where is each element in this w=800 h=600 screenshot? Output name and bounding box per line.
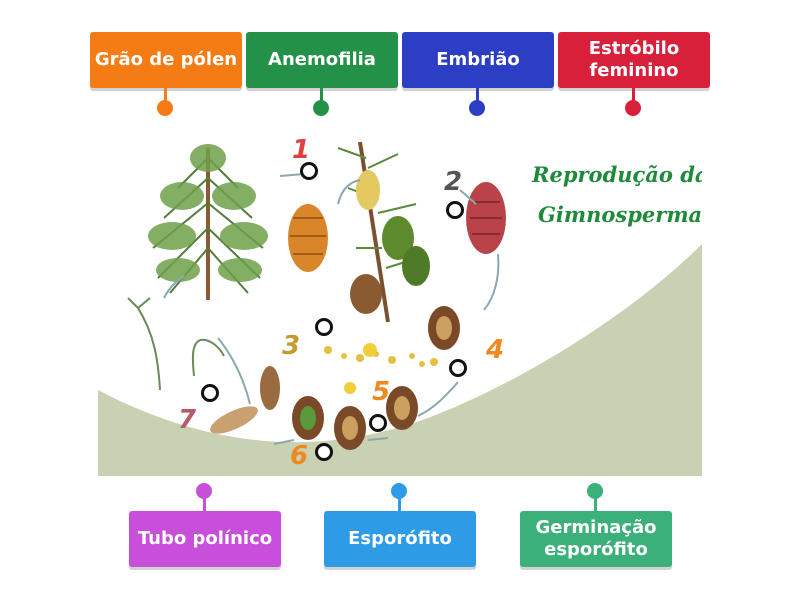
pine-branch-with-cones [337,141,430,323]
step-number-4: 4 [485,335,504,365]
pin-dot[interactable] [313,100,329,116]
pin-dot[interactable] [625,100,641,116]
step-number-3: 3 [282,331,300,361]
label-tubo-polinico[interactable]: Tubo polínico [129,511,281,567]
pin-stem [203,497,206,511]
gymnosperm-lifecycle-diagram: Reprodução das Gimnospermas [98,135,702,476]
label-embriao[interactable]: Embrião [402,32,554,88]
step-number-7: 7 [178,405,197,435]
pin-dot[interactable] [469,100,485,116]
pin-dot[interactable] [157,100,173,116]
diagram-title-line2: Gimnospermas [538,202,702,227]
drop-target-1[interactable] [300,162,318,180]
diagram-title-line1: Reprodução das [531,162,702,187]
pin-stem [398,497,401,511]
drop-target-2[interactable] [446,201,464,219]
drop-target-4[interactable] [449,359,467,377]
label-grao-de-polen[interactable]: Grão de pólen [90,32,242,88]
pin-stem [320,88,323,102]
label-germinacao-esporofito[interactable]: Germinação esporófito [520,511,672,567]
label-anemofilia[interactable]: Anemofilia [246,32,398,88]
ovules [210,306,460,450]
pin-dot[interactable] [587,483,603,499]
pin-stem [476,88,479,102]
seedlings [127,297,225,391]
drop-target-5[interactable] [201,384,219,402]
step-number-5: 5 [372,377,390,407]
drop-target-7[interactable] [315,443,333,461]
pine-tree [148,144,268,300]
pin-stem [164,88,167,102]
drop-target-6[interactable] [369,414,387,432]
step-number-1: 1 [292,135,310,165]
label-esporofito[interactable]: Esporófito [324,511,476,567]
ground-curve [98,244,702,476]
pollen-grains [324,343,438,394]
pin-stem [632,88,635,102]
step-number-2: 2 [444,167,462,197]
cycle-arrows [163,173,500,445]
pin-stem [594,497,597,511]
pin-dot[interactable] [391,483,407,499]
male-cone [288,204,328,272]
label-estrobilo-feminino[interactable]: Estróbilo feminino [558,32,710,88]
step-number-6: 6 [290,441,308,471]
drop-target-3[interactable] [315,318,333,336]
pin-dot[interactable] [196,483,212,499]
